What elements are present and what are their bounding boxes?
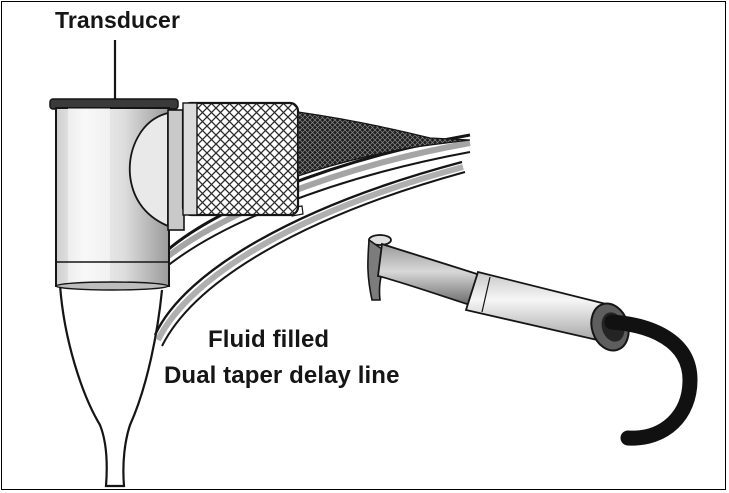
handheld-probe [367, 234, 698, 446]
mesh-filter-block [181, 101, 471, 217]
fluid-filled-label: Fluid filled [208, 326, 330, 353]
transducer-label: Transducer [55, 7, 180, 33]
transducer-body [49, 98, 185, 291]
delay-line-label: Dual taper delay line [164, 362, 400, 389]
